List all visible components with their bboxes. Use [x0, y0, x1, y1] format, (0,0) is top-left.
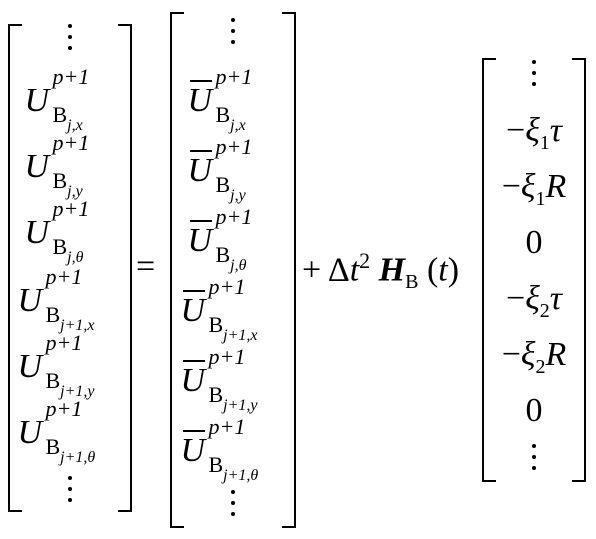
t-power: 2 — [359, 248, 371, 273]
mid-entry-4: U p+1 Bj+1,x — [180, 274, 258, 344]
time-argument: t — [438, 251, 448, 289]
rhs-bottom-dots — [482, 444, 586, 476]
rhs-entry-5: −ξ2R — [501, 336, 567, 378]
rhs-top-dots — [482, 60, 586, 92]
mid-top-dots — [170, 18, 296, 50]
lhs-entry-6: U p+1 Bj+1,θ — [17, 396, 96, 466]
rhs-entry-3: 0 — [525, 224, 543, 261]
mid-vector: U p+1 Bj,x U p+1 Bj,y U p+1 Bj,θ — [170, 12, 296, 528]
lhs-entry-1: U p+1 Bj,x — [24, 64, 90, 134]
h-subscript: B — [405, 271, 419, 294]
lhs-top-dots — [8, 24, 132, 56]
mid-entry-3: U p+1 Bj,θ — [187, 204, 253, 274]
lhs-left-bracket — [8, 24, 22, 512]
rhs-entry-2: −ξ1R — [501, 168, 567, 210]
lhs-right-bracket — [118, 24, 132, 512]
mid-entry-1: U p+1 Bj,x — [187, 64, 253, 134]
delta-symbol: Δ — [327, 251, 350, 289]
lhs-bottom-dots — [8, 476, 132, 508]
h-matrix-symbol: H — [378, 251, 406, 289]
lhs-entry-4: U p+1 Bj+1,x — [17, 264, 95, 334]
plus-sign: + — [302, 251, 322, 289]
lhs-entry-2: U p+1 Bj,y — [24, 130, 90, 200]
t-symbol: t — [349, 251, 360, 289]
lhs-entry-5: U p+1 Bj+1,y — [17, 330, 95, 400]
plus-delta-term: + Δt2 HB (t) — [302, 248, 460, 294]
mid-bottom-dots — [170, 490, 296, 522]
equals-sign: = — [136, 248, 156, 285]
rhs-entry-1: −ξ1τ — [506, 112, 562, 154]
mid-right-bracket — [282, 12, 296, 528]
lhs-vector: U p+1 Bj,x U p+1 Bj,y U p+1 Bj,θ — [8, 24, 132, 512]
mid-entry-6: U p+1 Bj+1,θ — [180, 414, 259, 484]
rhs-entry-6: 0 — [525, 392, 543, 429]
mid-left-bracket — [170, 12, 184, 528]
rhs-vector: −ξ1τ −ξ1R 0 −ξ2τ −ξ2R 0 — [482, 58, 586, 482]
rhs-right-bracket — [572, 58, 586, 482]
rhs-entry-4: −ξ2τ — [506, 280, 562, 322]
mid-entry-2: U p+1 Bj,y — [187, 134, 253, 204]
open-paren: ( — [426, 251, 439, 289]
lhs-entry-3: U p+1 Bj,θ — [24, 196, 90, 266]
mid-entry-5: U p+1 Bj+1,y — [180, 344, 258, 414]
rhs-left-bracket — [482, 58, 496, 482]
close-paren: ) — [447, 251, 460, 289]
